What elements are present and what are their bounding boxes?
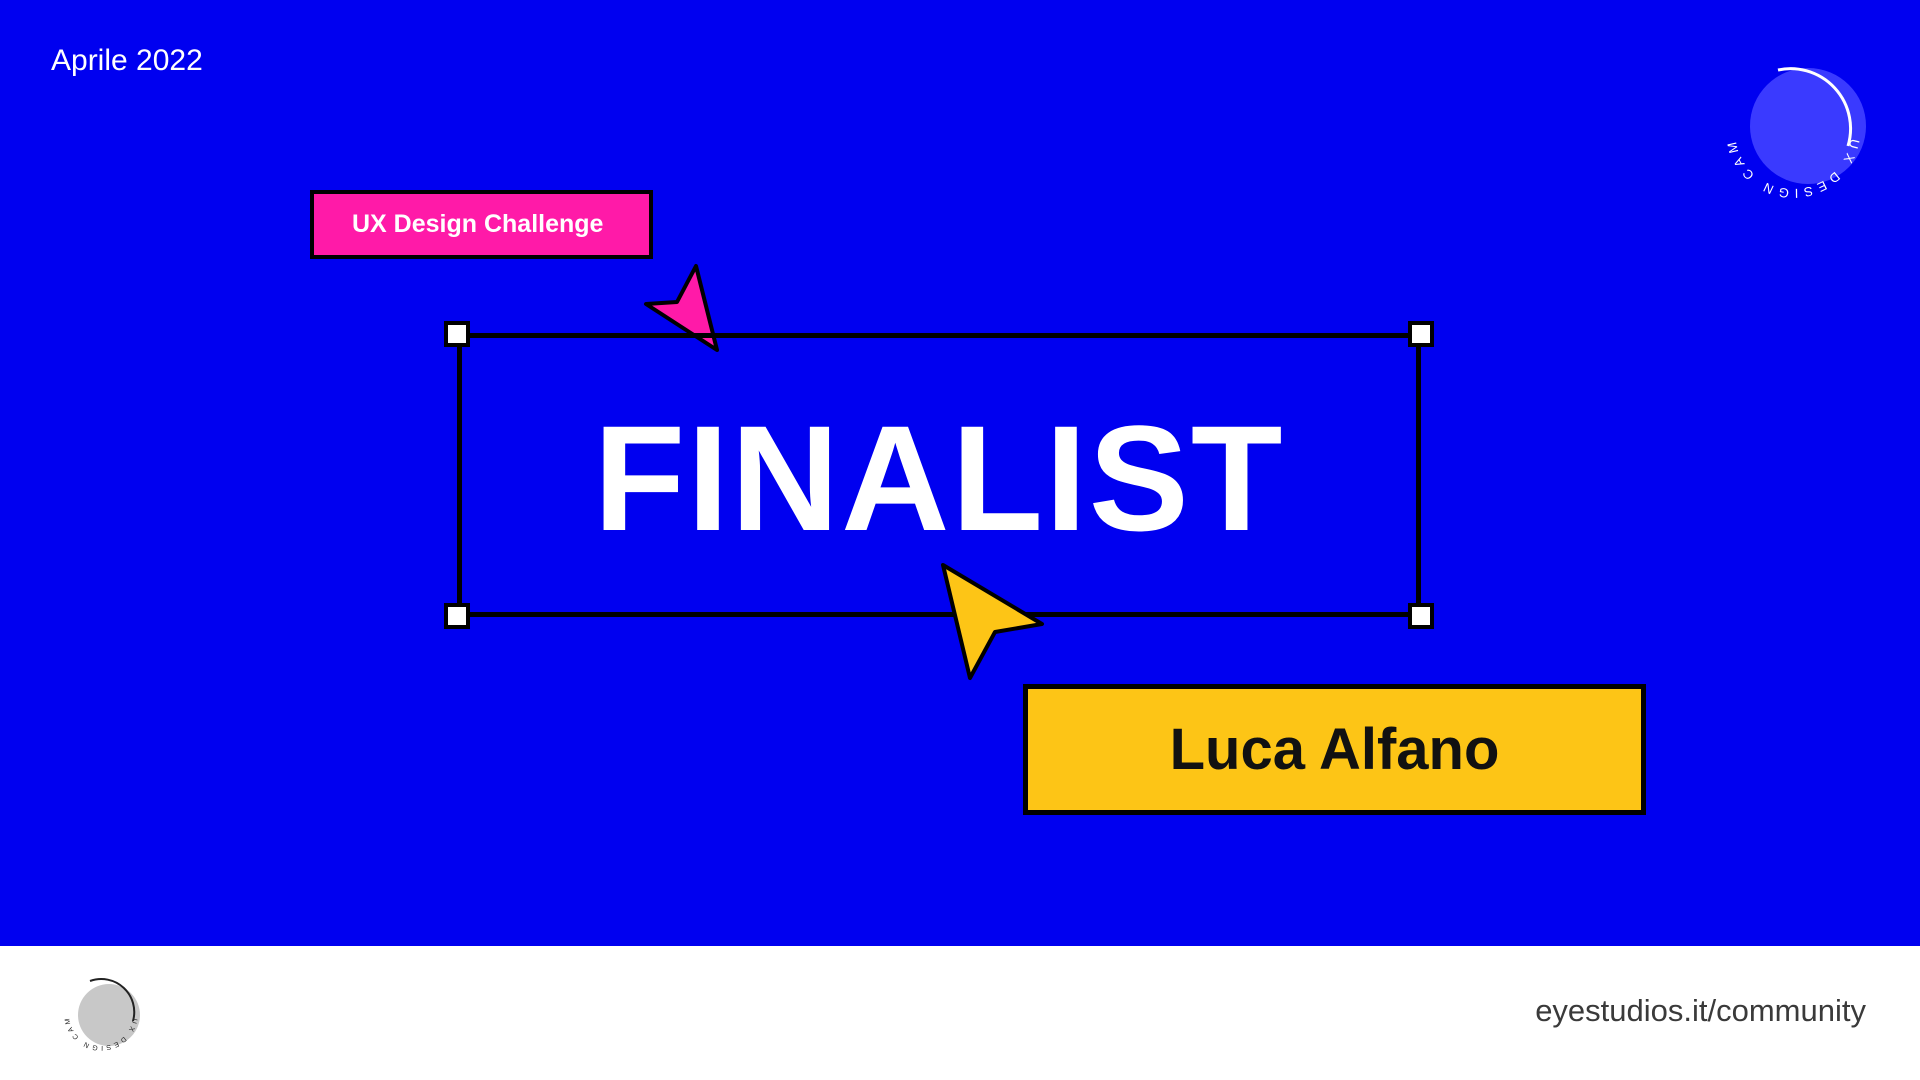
yellow-cursor-icon <box>941 563 1044 680</box>
winner-name-box: Luca Alfano <box>1023 684 1646 815</box>
date-label: Aprile 2022 <box>51 44 203 77</box>
resize-handle-top-left <box>444 321 470 347</box>
hero-banner: Aprile 2022 UX DESIGN CAMP UX Design Cha… <box>0 0 1920 946</box>
finalist-title: FINALIST <box>593 393 1285 562</box>
challenge-tag: UX Design Challenge <box>310 190 653 259</box>
resize-handle-bottom-left <box>444 603 470 629</box>
resize-handle-bottom-right <box>1408 603 1434 629</box>
challenge-tag-label: UX Design Challenge <box>352 210 604 238</box>
winner-name: Luca Alfano <box>1169 717 1500 782</box>
footer-badge-icon: UX DESIGN CAMP <box>60 973 140 1051</box>
badge-icon: UX DESIGN CAMP <box>1718 56 1866 201</box>
resize-handle-top-right <box>1408 321 1434 347</box>
pink-cursor-icon <box>644 264 719 352</box>
community-link[interactable]: eyestudios.it/community <box>1535 993 1866 1028</box>
selection-frame <box>457 333 1421 617</box>
